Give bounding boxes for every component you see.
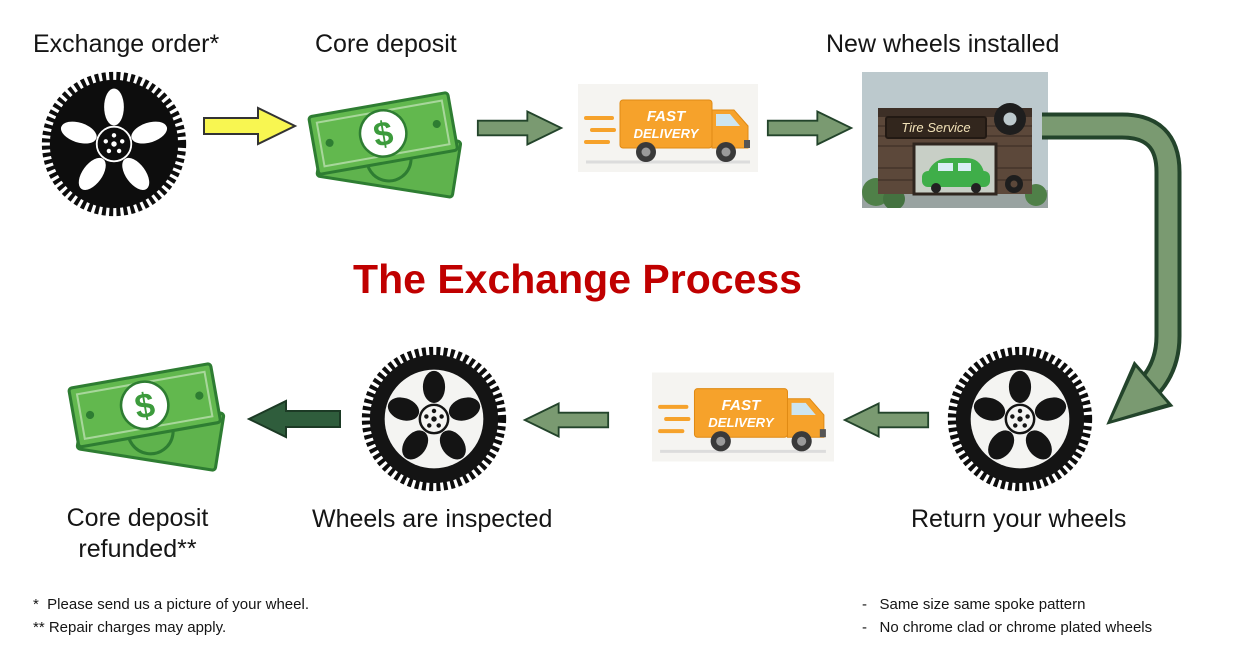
label-core-deposit: Core deposit [315,30,457,58]
footnote-repair: ** Repair charges may apply. [33,619,227,636]
shop-sign-text: Tire Service [901,120,970,135]
arrow-left-icon [842,402,930,438]
truck-text-line1: FAST [722,397,762,414]
truck-text-line2: DELIVERY [634,126,700,141]
label-core-deposit-refunded-line1: Core deposit [66,504,209,532]
page-title: The Exchange Process [353,256,802,302]
arrow-right-yellow-icon [203,106,298,146]
footnote-same-size: - Same size same spoke pattern [862,596,1086,613]
wheel-return-icon [947,346,1093,492]
label-new-wheels-installed: New wheels installed [826,30,1060,58]
delivery-truck-return-icon: FAST DELIVERY [652,372,834,462]
footnote-picture: * Please send us a picture of your wheel… [33,596,309,613]
money-icon: $ [307,91,463,199]
label-wheels-are-inspected: Wheels are inspected [312,505,553,533]
arrow-right-icon [766,110,854,146]
wheel-inspected-icon [361,346,507,492]
tire-service-shop-icon: Tire Service [862,72,1048,208]
label-core-deposit-refunded-line2: refunded** [78,535,197,563]
wheel-black-icon [41,71,187,217]
truck-text-line1: FAST [647,108,687,125]
label-return-your-wheels: Return your wheels [911,505,1127,533]
arrow-left-dark-icon [246,399,341,439]
delivery-truck-icon: FAST DELIVERY [578,84,758,172]
truck-text-line2: DELIVERY [708,415,775,430]
footnote-no-chrome: - No chrome clad or chrome plated wheels [862,619,1153,636]
arrow-right-icon [476,110,564,146]
money-refund-icon: $ [67,362,226,472]
label-exchange-order: Exchange order* [33,30,220,58]
arrow-curved-down-icon [1042,112,1182,425]
label-core-deposit-refunded: Core deposit refunded** [30,503,245,565]
arrow-left-icon [522,402,610,438]
